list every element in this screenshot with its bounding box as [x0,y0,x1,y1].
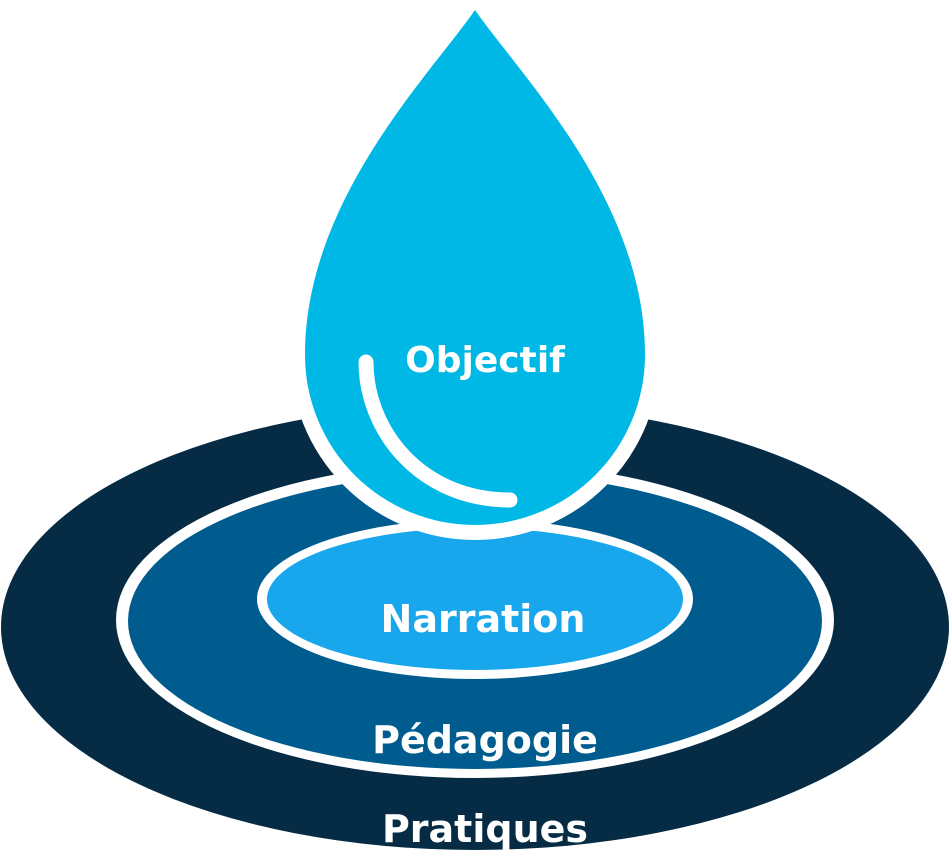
objectif-label: Objectif [405,340,565,381]
narration-label: Narration [381,597,586,641]
pedagogie-label: Pédagogie [372,718,598,762]
drop-highlight [358,354,518,508]
narration-ellipse [267,528,683,670]
pratiques-label: Pratiques [382,807,588,850]
objectif-drop [305,10,645,525]
